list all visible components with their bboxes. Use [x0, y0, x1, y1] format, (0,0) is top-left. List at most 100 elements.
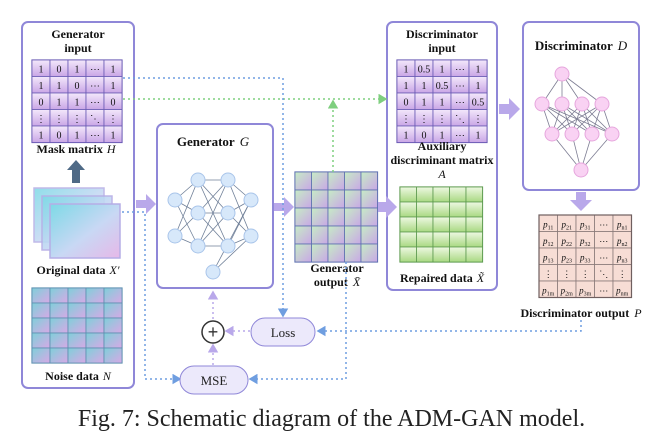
aux-label-1: Auxiliary [418, 139, 467, 153]
prob-matrix-value: ⋯ [599, 236, 608, 246]
mask-matrix-value: ⋮ [36, 114, 46, 125]
noise-grid-cell [31, 302, 51, 319]
discriminator-network-node [584, 126, 600, 142]
generator-input-title-2: input [64, 41, 91, 55]
repaired-data-grid [399, 186, 484, 263]
aux-matrix-value: 1 [422, 97, 427, 108]
discriminator-network-node [573, 162, 589, 178]
discriminator-network-node [564, 126, 580, 142]
mse-node [179, 365, 249, 395]
generator-output-grid [294, 171, 379, 263]
aux-matrix-value: 1 [476, 64, 481, 75]
mask-matrix-value: 0 [57, 130, 62, 141]
generator-output-cell [327, 189, 345, 209]
noise-grid-cell [31, 317, 51, 334]
repaired-data-cell [465, 186, 483, 203]
discriminator-input-title-2: input [428, 41, 455, 55]
aux-matrix-value: 0.5 [436, 81, 449, 92]
arrow-generator-to-output [274, 197, 294, 217]
discriminator-network-edge [551, 133, 582, 171]
mask-matrix-value: 0 [57, 64, 62, 75]
noise-grid-cell [31, 332, 51, 349]
mask-matrix-value: 1 [39, 64, 44, 75]
generator-input-title-1: Generator [51, 27, 105, 41]
discriminator-network [534, 66, 620, 178]
aux-matrix-value: ⋯ [455, 64, 465, 75]
repaired-data-cell [432, 216, 450, 233]
discriminator-network-edge [561, 73, 603, 105]
generator-network-edge [212, 199, 252, 273]
mask-matrix-value: 1 [75, 64, 80, 75]
generator-network-node [167, 192, 183, 208]
repaired-data-cell [449, 231, 467, 248]
mask-matrix-cell [103, 125, 123, 143]
noise-grid-cell [49, 332, 69, 349]
generator-network-node [243, 192, 259, 208]
aux-label-2: discriminant matrix [391, 153, 494, 167]
prob-matrix-value: p22 [561, 236, 573, 248]
noise-grid-cell [103, 317, 123, 334]
prob-matrix-value: pn2 [616, 236, 628, 248]
aux-matrix-value: ⋯ [455, 97, 465, 108]
arrow-discinput-to-discriminator [499, 98, 520, 120]
aux-matrix-value: ⋯ [455, 81, 465, 92]
generator-output-cell [344, 207, 362, 227]
noise-grid-cell [31, 347, 51, 364]
generator-network-node [190, 238, 206, 254]
prob-matrix-value: p33 [579, 252, 591, 264]
generator-output-label-1: Generator [310, 261, 364, 275]
prob-matrix-value: p21 [561, 219, 573, 231]
generator-panel [156, 123, 274, 289]
generator-output-cell [294, 189, 312, 209]
mask-up-arrow [67, 160, 85, 183]
noise-grid-cell [103, 332, 123, 349]
aux-matrix-value: 1 [404, 64, 409, 75]
adder-symbol: + [208, 322, 219, 342]
noise-grid-cell [85, 287, 105, 304]
mask-matrix-value: 1 [39, 81, 44, 92]
noise-grid-cell [49, 287, 69, 304]
repaired-data-cell [416, 201, 434, 218]
mask-matrix-value: ⋱ [90, 114, 100, 125]
aux-matrix-value: 0.5 [472, 97, 485, 108]
mask-matrix-value: ⋯ [90, 64, 100, 75]
generator-output-cell [327, 243, 345, 263]
generator-output-cell [311, 189, 329, 209]
discriminator-network-edge [580, 133, 613, 171]
generator-output-cell [327, 207, 345, 227]
prob-matrix-value: p1m [541, 285, 555, 297]
prob-matrix-value: p32 [579, 236, 591, 248]
aux-matrix-value: 1 [476, 81, 481, 92]
prob-matrix-value: p2m [560, 285, 574, 297]
discriminator-network-node [534, 96, 550, 112]
noise-grid-cell [67, 317, 87, 334]
generator-output-cell [311, 243, 329, 263]
aux-matrix-value: ⋱ [455, 114, 465, 125]
aux-matrix-value: 1 [422, 81, 427, 92]
mask-matrix-value: 0 [111, 97, 116, 108]
repaired-data-cell [432, 231, 450, 248]
loss-node [250, 317, 316, 347]
repaired-data-cell [399, 246, 417, 263]
prob-matrix-value: p12 [542, 236, 554, 248]
discriminator-input-title-1: Discriminator [406, 27, 479, 41]
generator-output-cell [360, 189, 378, 209]
aux-matrix-value: 0.5 [418, 64, 431, 75]
generator-network-node [243, 228, 259, 244]
repaired-data-cell [449, 186, 467, 203]
dotted-connections [122, 77, 582, 385]
prob-matrix-value: ⋯ [599, 219, 608, 229]
mask-matrix-value: 1 [111, 130, 116, 141]
generator-network-node [190, 205, 206, 221]
discriminator-network-edge [551, 103, 603, 135]
repaired-data-cell [416, 216, 434, 233]
repaired-data-cell [449, 201, 467, 218]
mask-matrix-value: 0 [75, 81, 80, 92]
prob-matrix-value: p23 [561, 252, 573, 264]
repaired-data-cell [416, 246, 434, 263]
